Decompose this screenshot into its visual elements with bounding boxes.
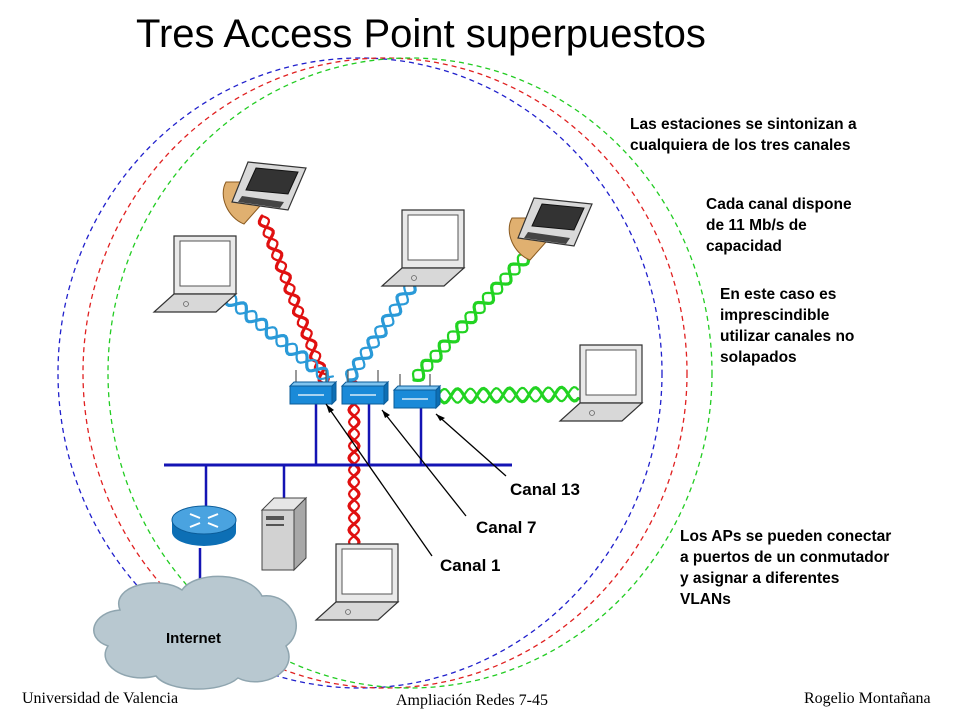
- label-canal13: Canal 13: [510, 480, 580, 499]
- wave-link-canal7-laptop-top: [344, 281, 417, 382]
- router-icon: [171, 505, 237, 546]
- pda-icon-right: [508, 197, 593, 261]
- pointer-canal13: [435, 413, 507, 477]
- note-line: de 11 Mb/s de: [706, 217, 807, 234]
- note-nonoverlap: En este caso es imprescindible utilizar …: [720, 284, 854, 368]
- coverage-circle-canal7: [82, 57, 688, 689]
- slide-title: Tres Access Point superpuestos: [136, 12, 706, 56]
- coverage-circle-canal1: [57, 57, 663, 689]
- label-canal7: Canal 7: [476, 518, 537, 537]
- pointer-canal7: [381, 409, 467, 517]
- label-canal1: Canal 1: [440, 556, 501, 575]
- access-point-canal7: [341, 369, 389, 405]
- footer-course: Ampliación Redes 7-45: [396, 692, 548, 709]
- laptop-icon-left: [153, 235, 237, 313]
- note-line: utilizar canales no: [720, 328, 855, 345]
- pointer-canal1: [325, 403, 433, 557]
- wave-link-canal13-pda: [411, 253, 535, 382]
- wave-link-canal1-laptop: [347, 378, 361, 548]
- note-vlan: Los APs se pueden conectar a puertos de …: [680, 526, 891, 610]
- note-line: Las estaciones se sintonizan a: [630, 116, 857, 133]
- footer-university: Universidad de Valencia: [22, 690, 179, 707]
- note-stations: Las estaciones se sintonizan a cualquier…: [630, 114, 857, 156]
- note-line: imprescindible: [720, 307, 830, 324]
- note-line: a puertos de un conmutador: [680, 549, 890, 566]
- wave-link-canal13-pda: [412, 247, 531, 383]
- internet-cloud: [93, 575, 297, 690]
- note-line: solapados: [720, 349, 797, 366]
- note-line: Cada canal dispone: [706, 196, 852, 213]
- footer-author: Rogelio Montañana: [804, 690, 931, 707]
- internet-label: Internet: [166, 630, 222, 647]
- note-line: Los APs se pueden conectar: [680, 528, 892, 545]
- laptop-icon-bottom: [315, 543, 399, 621]
- access-point-canal1: [289, 369, 337, 405]
- wave-link-canal1-laptop: [347, 378, 361, 548]
- note-line: capacidad: [706, 238, 782, 255]
- laptop-icon-top: [381, 209, 465, 287]
- wave-link-canal7-laptop-left: [224, 294, 329, 386]
- note-line: y asignar a diferentes: [680, 570, 840, 587]
- wave-link-canal1-pda: [257, 214, 328, 386]
- wave-link-canal1-pda: [260, 214, 330, 385]
- server-icon: [260, 496, 308, 572]
- note-line: En este caso es: [720, 286, 837, 303]
- coverage-circle-canal13: [107, 57, 713, 689]
- pda-icon-left: [222, 161, 307, 225]
- wave-link-canal7-laptop-left: [224, 293, 334, 381]
- note-line: VLANs: [680, 591, 731, 608]
- wave-link-canal13-laptop: [436, 385, 579, 404]
- wave-link-canal7-laptop-top: [346, 279, 417, 382]
- note-capacity: Cada canal dispone de 11 Mb/s de capacid…: [706, 194, 852, 257]
- laptop-icon-right: [559, 344, 643, 422]
- note-line: cualquiera de los tres canales: [630, 137, 851, 154]
- wireless-links: [224, 214, 580, 548]
